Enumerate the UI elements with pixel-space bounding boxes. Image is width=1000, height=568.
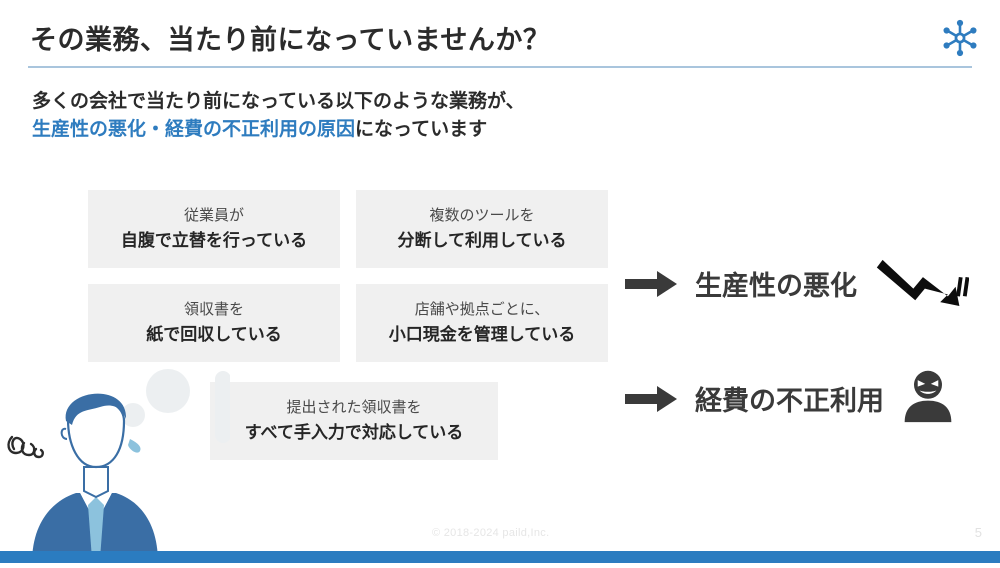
problem-box-subtext: 従業員が: [183, 206, 244, 224]
problem-box-subtext: 複数のツールを: [429, 206, 535, 224]
problem-box: 提出された領収書を すべて手入力で対応している: [210, 382, 498, 460]
problem-box-label: 分断して利用している: [397, 230, 567, 250]
subtitle-line-1: 多くの会社で当たり前になっている以下のような業務が、: [32, 91, 525, 112]
problem-box: 領収書を 紙で回収している: [88, 284, 340, 362]
right-arrow-icon: [625, 384, 677, 414]
problem-box-label: 小口現金を管理している: [388, 324, 576, 344]
outcome-row: 生産性の悪化: [625, 252, 977, 315]
outcome-label: 経費の不正利用: [695, 386, 884, 416]
problem-box-subtext: 提出された領収書を: [286, 398, 422, 416]
problem-box: 複数のツールを 分断して利用している: [356, 190, 608, 268]
problem-box: 従業員が 自腹で立替を行っている: [88, 190, 340, 268]
subtitle-block: 多くの会社で当たり前になっている以下のような業務が、 生産性の悪化・経費の不正利…: [32, 88, 525, 144]
subtitle-accent-text: 生産性の悪化・経費の不正利用の原因: [32, 119, 356, 140]
problem-box: 店舗や拠点ごとに、 小口現金を管理している: [356, 284, 608, 362]
troubled-businessman-illustration: [0, 363, 231, 563]
header-divider: [28, 66, 972, 68]
snowflake-logo-icon: [938, 16, 982, 60]
subtitle-tail-text: になっています: [355, 119, 488, 140]
footer-accent-bar: [0, 551, 1000, 563]
declining-trend-arrow-icon: [873, 252, 977, 315]
outcome-label: 生産性の悪化: [695, 271, 857, 301]
problem-box-subtext: 店舗や拠点ごとに、: [414, 300, 550, 318]
problem-box-label: 自腹で立替を行っている: [120, 230, 308, 250]
problem-box-subtext: 領収書を: [183, 300, 244, 318]
subtitle-line-2: 生産性の悪化・経費の不正利用の原因になっています: [32, 116, 525, 144]
footer-copyright: © 2018-2024 paild,Inc.: [432, 527, 550, 539]
problem-box-label: すべて手入力で対応している: [244, 422, 464, 442]
thief-person-icon: [900, 368, 956, 429]
problem-box-label: 紙で回収している: [146, 324, 282, 344]
page-number: 5: [974, 525, 982, 540]
page-title: その業務、当たり前になっていませんか？: [30, 25, 551, 55]
outcome-row: 経費の不正利用: [625, 368, 956, 429]
right-arrow-icon: [625, 269, 677, 299]
